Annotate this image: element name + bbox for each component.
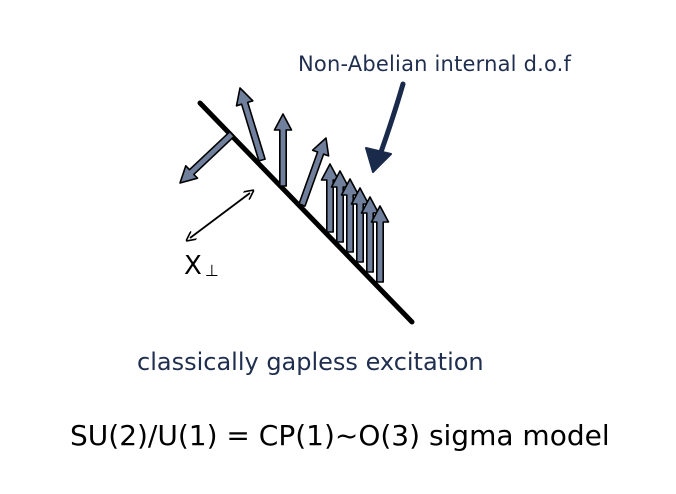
spin-arrow-1 xyxy=(179,130,235,184)
perp-subscript: ⊥ xyxy=(204,261,219,280)
perpendicular-distance-arrow xyxy=(190,193,250,238)
excitation-label: classically gapless excitation xyxy=(137,348,484,376)
spin-arrow-9 xyxy=(360,196,380,273)
spin-arrows-group xyxy=(179,87,390,283)
x-symbol: X xyxy=(184,251,202,281)
spin-arrow-6 xyxy=(330,170,350,243)
domain-wall-line xyxy=(197,100,415,325)
pointer-arrow xyxy=(365,81,406,173)
spin-arrow-7 xyxy=(340,178,360,253)
spin-arrow-3 xyxy=(273,113,293,187)
spin-arrow-4 xyxy=(298,137,330,207)
internal-dof-label: Non-Abelian internal d.o.f xyxy=(298,52,572,76)
spin-arrow-8 xyxy=(350,187,370,263)
spin-arrow-5 xyxy=(320,163,340,233)
x-perp-label: X⊥ xyxy=(184,251,219,281)
spin-arrow-2 xyxy=(235,87,266,162)
sigma-model-label: SU(2)/U(1) = CP(1)~O(3) sigma model xyxy=(70,419,610,452)
spin-arrow-10 xyxy=(370,205,390,283)
